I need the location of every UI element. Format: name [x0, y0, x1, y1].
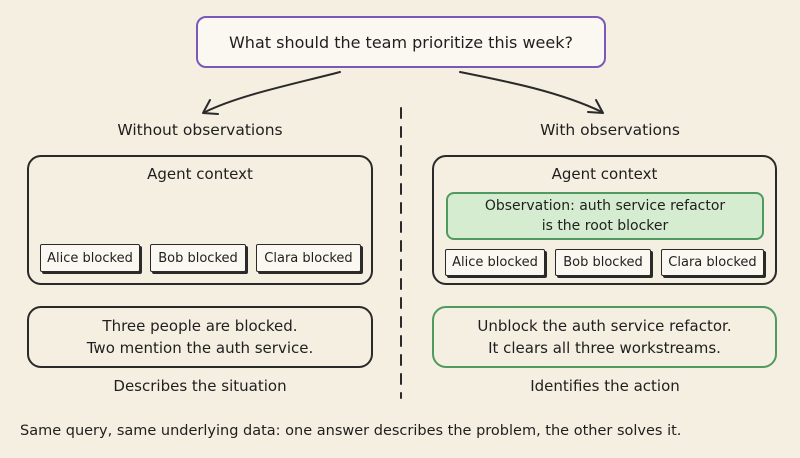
right-caption: Identifies the action: [530, 377, 680, 395]
right-context-title: Agent context: [551, 165, 658, 183]
observation-box: Observation: auth service refactor is th…: [446, 192, 764, 240]
footer-note: Same query, same underlying data: one an…: [20, 423, 682, 439]
left-column-title: Without observations: [117, 121, 283, 139]
query-box: What should the team prioritize this wee…: [196, 16, 606, 68]
right-agent-context: Agent context Observation: auth service …: [432, 155, 777, 285]
left-chip-alice: Alice blocked: [40, 244, 140, 272]
right-answer-line-2: It clears all three workstreams.: [488, 339, 721, 357]
left-chip-bob: Bob blocked: [150, 244, 246, 272]
left-answer-line-1: Three people are blocked.: [102, 317, 298, 335]
right-column-title: With observations: [540, 121, 680, 139]
right-answer-box: Unblock the auth service refactor. It cl…: [432, 306, 777, 368]
observation-line-2: is the root blocker: [541, 218, 669, 234]
right-chip-alice: Alice blocked: [445, 249, 545, 276]
query-text: What should the team prioritize this wee…: [228, 32, 573, 52]
right-chip-clara: Clara blocked: [661, 249, 764, 276]
right-chip-bob: Bob blocked: [555, 249, 651, 276]
left-chip-clara: Clara blocked: [256, 244, 361, 272]
left-caption: Describes the situation: [113, 377, 287, 395]
left-arrow: [204, 71, 341, 113]
left-answer-box: Three people are blocked. Two mention th…: [27, 306, 373, 368]
left-context-title: Agent context: [147, 165, 253, 183]
observation-line-1: Observation: auth service refactor: [484, 198, 726, 214]
left-agent-context: Agent context Alice blocked Bob blocked …: [27, 155, 373, 285]
right-answer-line-1: Unblock the auth service refactor.: [477, 317, 732, 335]
right-arrow-head: [587, 99, 604, 114]
right-arrow: [459, 71, 603, 113]
left-answer-line-2: Two mention the auth service.: [86, 339, 314, 357]
left-arrow-head: [202, 99, 219, 115]
